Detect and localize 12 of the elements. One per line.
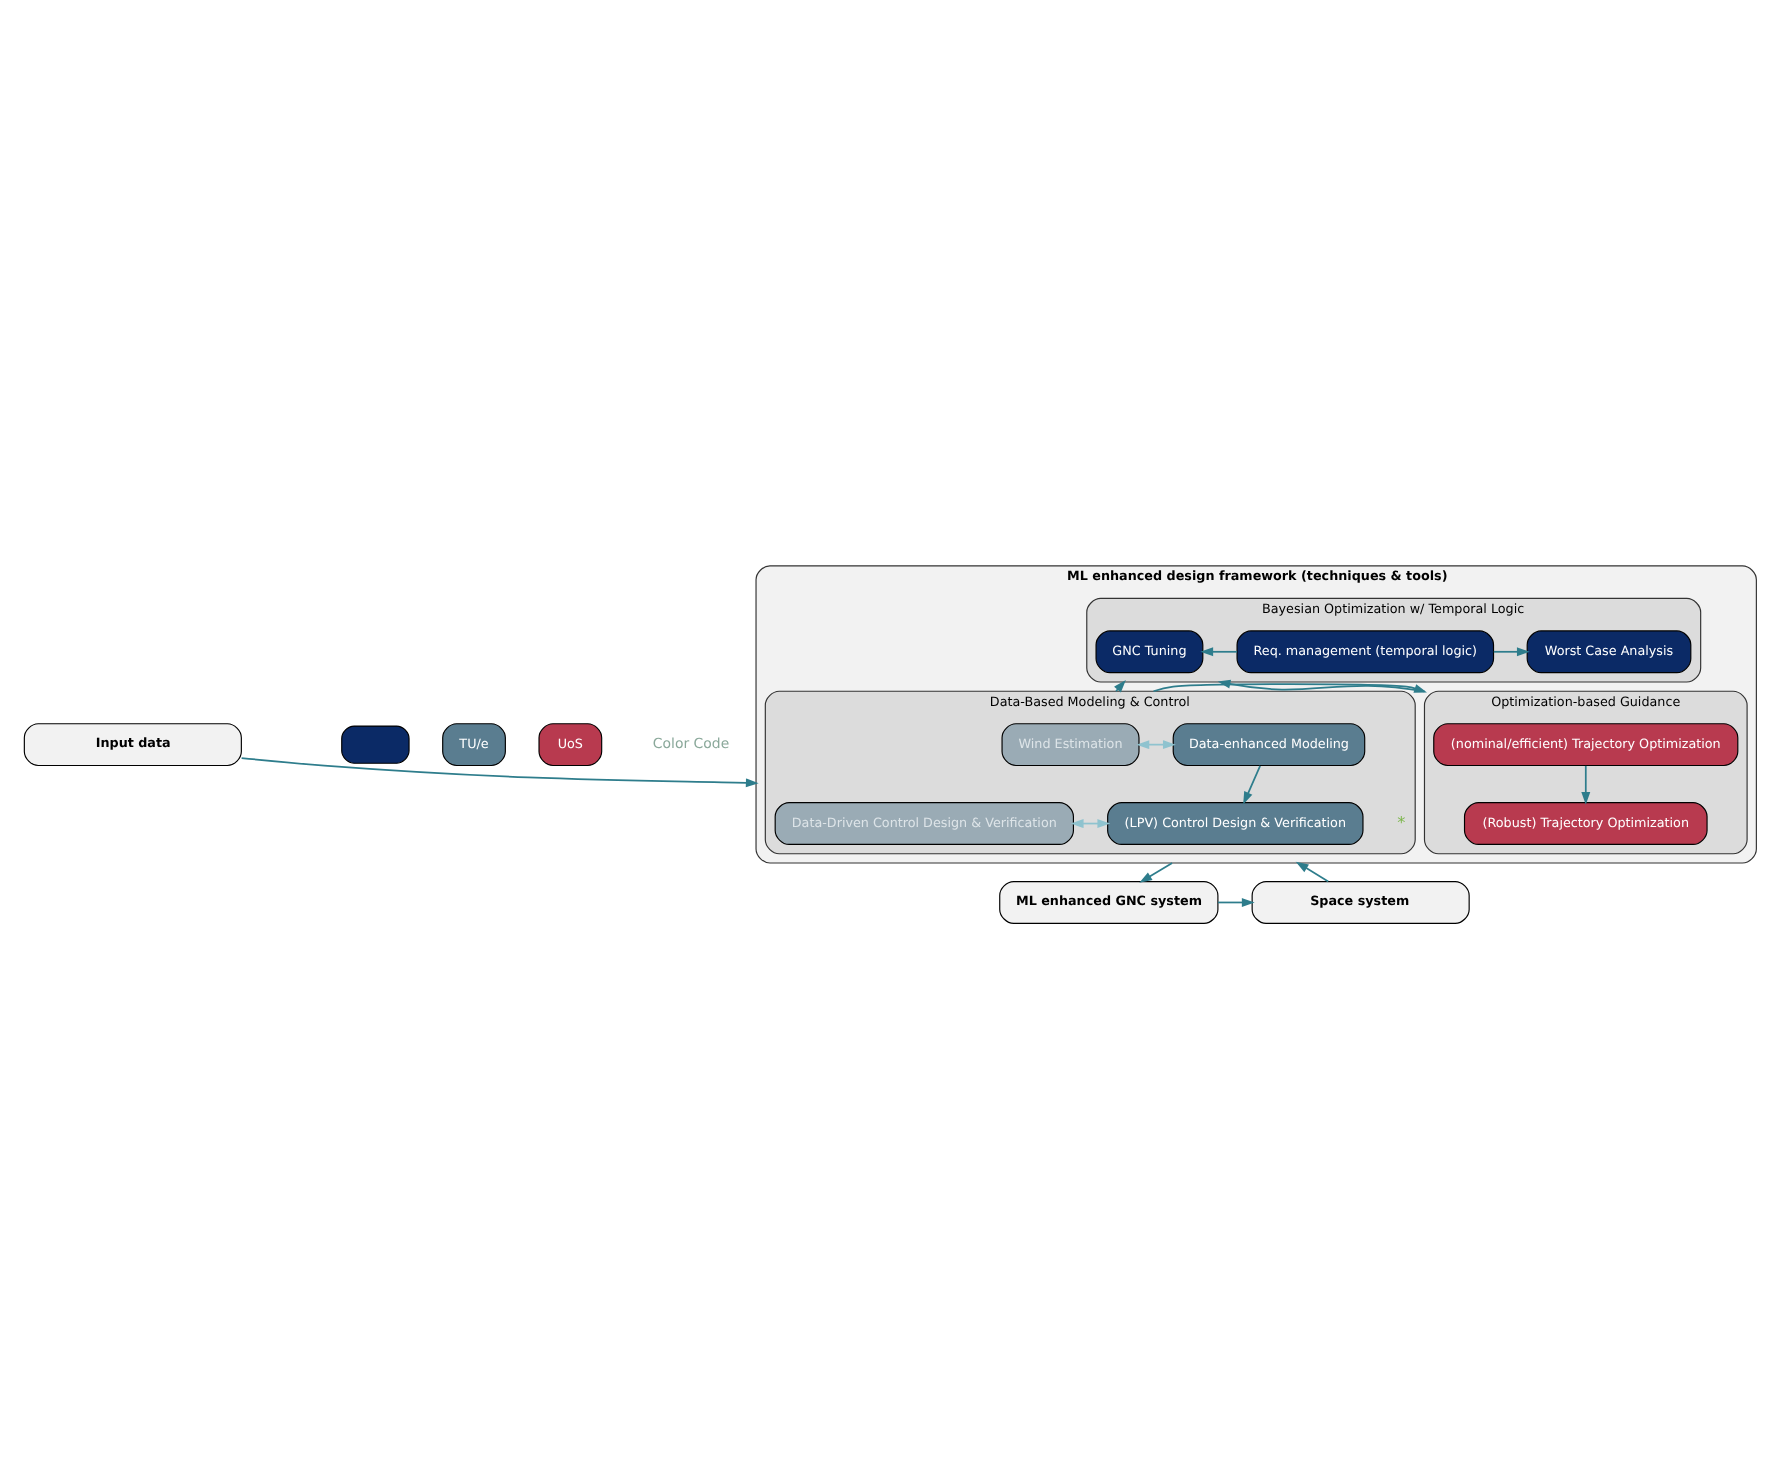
arrow [1216, 898, 1254, 907]
arrow [1135, 740, 1175, 750]
arrow [1491, 647, 1529, 657]
arrow [239, 757, 758, 788]
arrow [1199, 647, 1237, 657]
node-box [340, 725, 409, 764]
arrow [1151, 683, 1426, 693]
arrow [1294, 861, 1329, 883]
arrow [1242, 765, 1260, 805]
arrow [1138, 862, 1172, 883]
arrow [1580, 765, 1590, 805]
node-label: * [1396, 811, 1405, 832]
